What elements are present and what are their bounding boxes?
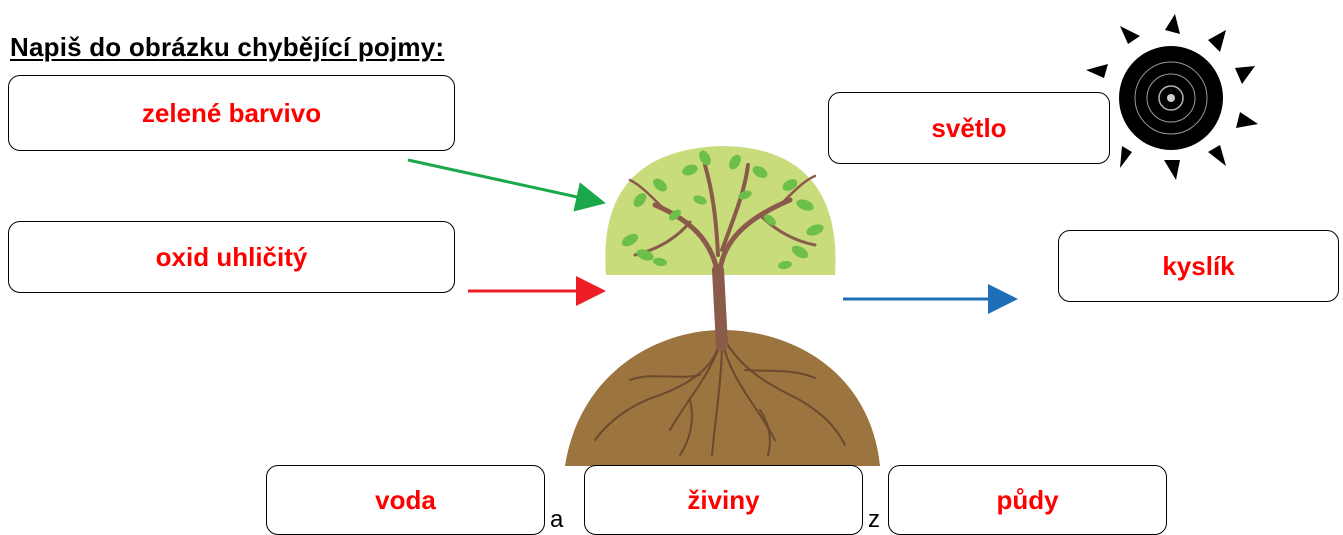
answer-green-pigment: zelené barvivo — [141, 97, 322, 128]
answer-nutrients: živiny — [687, 484, 760, 515]
answer-water: voda — [375, 484, 436, 515]
answer-soil: půdy — [996, 484, 1059, 515]
answer-carbon-dioxide: oxid uhličitý — [155, 241, 308, 272]
joiner-and: a — [550, 506, 564, 533]
answer-light: světlo — [931, 112, 1007, 143]
tree-leaves — [621, 150, 824, 270]
sun-icon — [1086, 14, 1258, 180]
soil-mound — [565, 330, 880, 466]
answer-box-carbon-dioxide[interactable]: oxid uhličitý — [8, 221, 455, 293]
arrow-green-pigment — [407, 158, 606, 212]
answer-oxygen: kyslík — [1162, 250, 1235, 281]
joiner-from: z — [868, 506, 880, 533]
worksheet-instruction: Napiš do obrázku chybějící pojmy: — [10, 32, 445, 62]
answer-box-green-pigment[interactable]: zelené barvivo — [8, 75, 455, 151]
answer-box-oxygen[interactable]: kyslík — [1058, 230, 1339, 302]
answer-box-water[interactable]: voda — [266, 465, 545, 535]
tree-roots — [594, 329, 846, 456]
answer-box-nutrients[interactable]: živiny — [584, 465, 863, 535]
answer-box-light[interactable]: světlo — [828, 92, 1110, 164]
answer-box-soil[interactable]: půdy — [888, 465, 1167, 535]
